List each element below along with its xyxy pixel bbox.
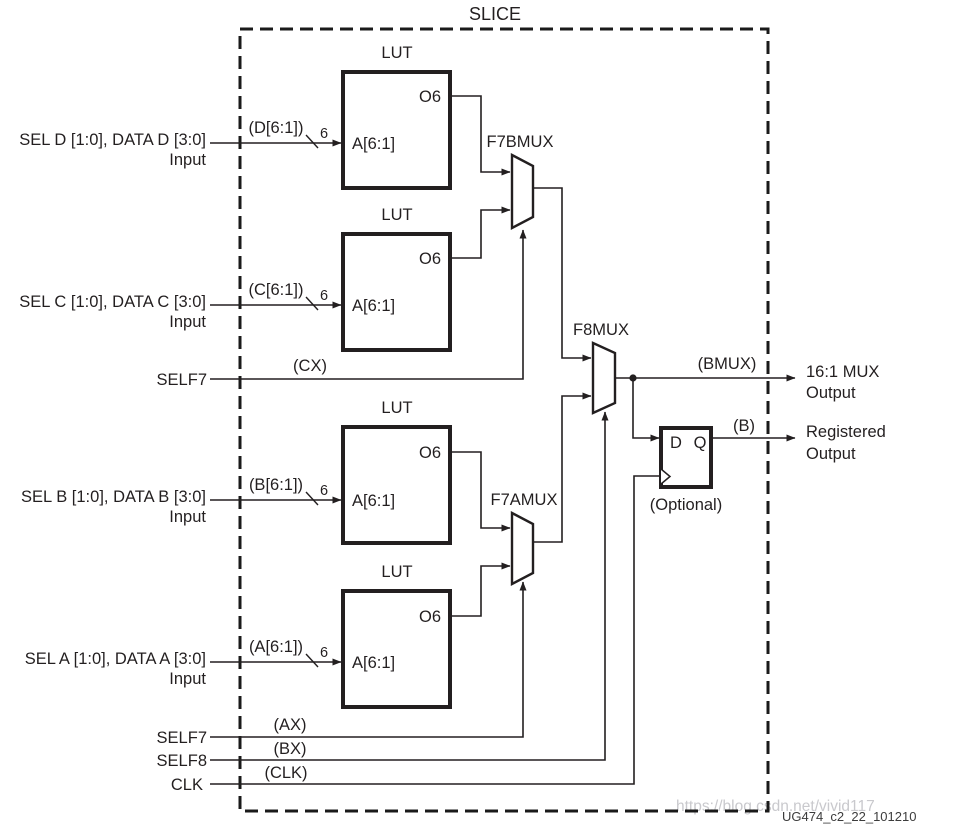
- output-label-line2: Output: [806, 445, 856, 463]
- select-wire-bx: [210, 411, 609, 761]
- output-bmux-group: (BMUX) 16:1 MUX Output: [698, 355, 880, 402]
- clock-wire: [210, 475, 661, 785]
- bus-slash: [305, 491, 319, 506]
- control-label: SELF7: [157, 729, 207, 747]
- bus-slash: [305, 653, 319, 668]
- control-bx-group: SELF8 (BX): [157, 411, 609, 770]
- output-label-line1: Registered: [806, 423, 886, 441]
- lut-box: [341, 70, 452, 190]
- input-sublabel: Input: [169, 670, 206, 688]
- control-label: SELF8: [157, 752, 207, 770]
- bus-width-label: 6: [320, 483, 328, 499]
- flipflop-d-pin-label: D: [670, 434, 682, 452]
- lut-label: LUT: [381, 399, 412, 417]
- input-label: SEL B [1:0], DATA B [3:0]: [21, 488, 206, 506]
- lut-a-pin-label: A[6:1]: [352, 492, 395, 510]
- control-net-label: (BX): [274, 740, 307, 758]
- lut-o6-pin-label: O6: [419, 608, 441, 626]
- f8mux-shape: [591, 341, 617, 415]
- flipflop-q-pin-label: Q: [694, 434, 707, 452]
- control-net-label: (CLK): [264, 764, 307, 782]
- lut-a-pin-label: A[6:1]: [352, 297, 395, 315]
- input-net-label: (C[6:1]): [248, 281, 303, 299]
- o6-wire-lut-b: [452, 451, 511, 532]
- lut-d-group: LUT O6 A[6:1]: [341, 44, 452, 190]
- lut-o6-pin-label: O6: [419, 250, 441, 268]
- input-sublabel: Input: [169, 313, 206, 331]
- bus-slash: [305, 134, 319, 149]
- o6-wire-lut-c: [452, 206, 511, 259]
- input-net-label: (A[6:1]): [249, 638, 303, 656]
- lut-a-group: LUT O6 A[6:1]: [341, 563, 452, 709]
- input-sublabel: Input: [169, 508, 206, 526]
- bus-slash: [305, 296, 319, 311]
- lut-a-pin-label: A[6:1]: [352, 135, 395, 153]
- lut-label: LUT: [381, 563, 412, 581]
- lut-o6-pin-label: O6: [419, 444, 441, 462]
- output-net-label: (BMUX): [698, 355, 757, 373]
- flipflop-group: D Q (Optional): [650, 426, 722, 514]
- select-wire-cx: [210, 229, 527, 380]
- output-registered-group: (B) Registered Output: [713, 417, 886, 463]
- input-c-group: SEL C [1:0], DATA C [3:0] Input (C[6:1])…: [19, 281, 342, 331]
- control-clk-group: CLK (CLK): [171, 475, 661, 794]
- input-sublabel: Input: [169, 151, 206, 169]
- lut-box: [341, 232, 452, 352]
- lut-box: [341, 425, 452, 545]
- o6-wire-lut-d: [452, 95, 511, 176]
- slice-dashed-border: [238, 27, 770, 813]
- control-net-label: (AX): [274, 716, 307, 734]
- output-label-line1: 16:1 MUX: [806, 363, 879, 381]
- input-label: SEL C [1:0], DATA C [3:0]: [19, 293, 206, 311]
- input-label: SEL D [1:0], DATA D [3:0]: [19, 131, 206, 149]
- bus-width-label: 6: [320, 126, 328, 142]
- o6-wire-lut-a: [452, 562, 511, 617]
- control-cx-group: SELF7 (CX): [157, 229, 527, 389]
- input-b-group: SEL B [1:0], DATA B [3:0] Input (B[6:1])…: [21, 476, 342, 526]
- flipflop-optional-label: (Optional): [650, 496, 722, 514]
- input-net-label: (D[6:1]): [248, 119, 303, 137]
- f8mux-label: F8MUX: [573, 321, 629, 339]
- lut-c-group: LUT O6 A[6:1]: [341, 206, 452, 352]
- output-label-line2: Output: [806, 384, 856, 402]
- input-label: SEL A [1:0], DATA A [3:0]: [25, 650, 206, 668]
- f7bmux-label: F7BMUX: [487, 133, 554, 151]
- input-a-group: SEL A [1:0], DATA A [3:0] Input (A[6:1])…: [25, 638, 342, 688]
- output-net-label: (B): [733, 417, 755, 435]
- f7amux-output-wire: [533, 392, 592, 543]
- lut-label: LUT: [381, 44, 412, 62]
- control-net-label: (CX): [293, 357, 327, 375]
- f7amux-label: F7AMUX: [491, 491, 558, 509]
- f7bmux-output-wire: [533, 187, 592, 362]
- lut-o6-pin-label: O6: [419, 88, 441, 106]
- control-label: SELF7: [157, 371, 207, 389]
- ff-d-input-wire: [632, 378, 660, 442]
- select-wire-ax: [210, 581, 527, 738]
- bus-width-label: 6: [320, 288, 328, 304]
- lut-label: LUT: [381, 206, 412, 224]
- lut-a-pin-label: A[6:1]: [352, 654, 395, 672]
- f7bmux-shape: [510, 153, 535, 230]
- figure-caption: UG474_c2_22_101210: [782, 809, 916, 824]
- control-label: CLK: [171, 776, 203, 794]
- bus-width-label: 6: [320, 645, 328, 661]
- slice-title: SLICE: [469, 4, 521, 24]
- clock-chevron-icon: [660, 468, 672, 485]
- control-ax-group: SELF7 (AX): [157, 581, 527, 747]
- f7amux-shape: [510, 511, 535, 586]
- input-d-group: SEL D [1:0], DATA D [3:0] Input (D[6:1])…: [19, 119, 342, 169]
- lut-box: [341, 589, 452, 709]
- lut-b-group: LUT O6 A[6:1]: [341, 399, 452, 545]
- input-net-label: (B[6:1]): [249, 476, 303, 494]
